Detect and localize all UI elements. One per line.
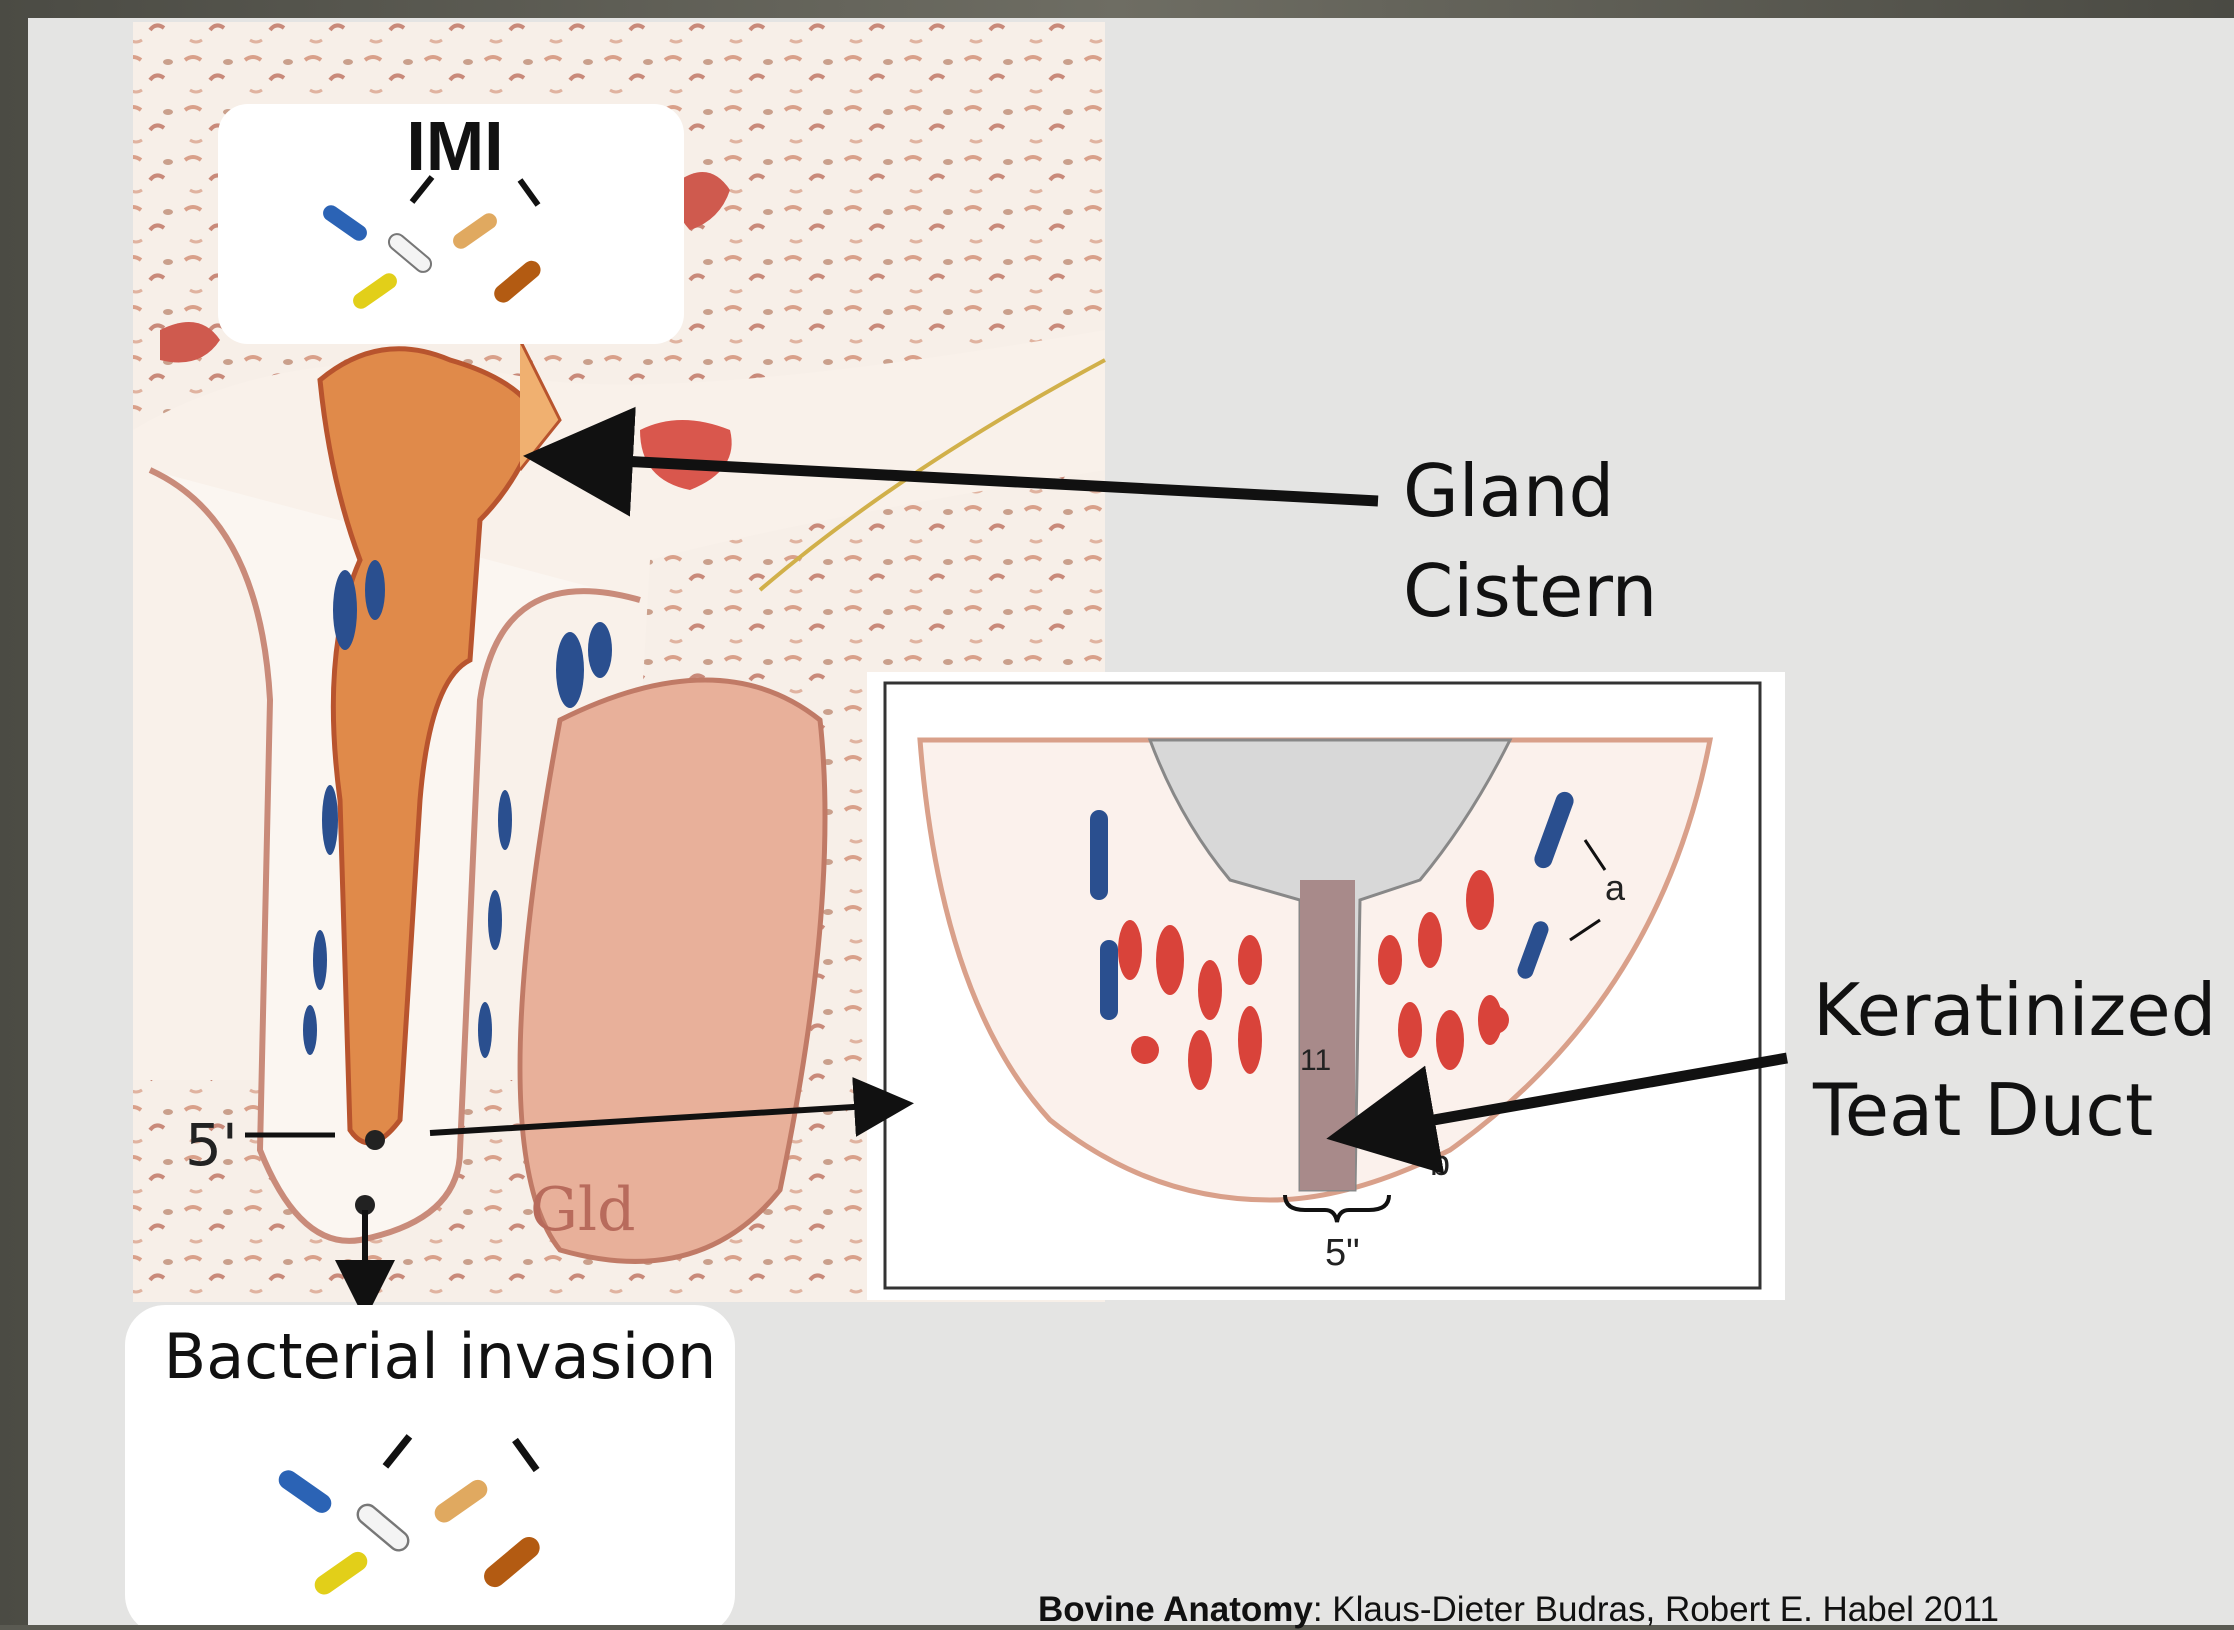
inset-label-5-dprime: 5" <box>1325 1232 1360 1274</box>
label-5-prime: 5' <box>185 1111 238 1179</box>
credit-authors: : Klaus-Dieter Budras, Robert E. Habel 2… <box>1313 1590 1999 1629</box>
teat-tip-inset: a 11 b 5" <box>867 672 1785 1300</box>
gland-cistern-label-line1: Gland <box>1403 449 1614 533</box>
bacterial-invasion-box: Bacterial invasion <box>125 1305 735 1625</box>
gland-cistern-label-line2: Cistern <box>1403 549 1657 633</box>
inset-label-11: 11 <box>1300 1044 1331 1077</box>
bacterial-invasion-label: Bacterial invasion <box>164 1320 717 1393</box>
imi-box: IMI <box>218 104 684 344</box>
source-credit: Bovine Anatomy: Klaus-Dieter Budras, Rob… <box>1038 1590 1999 1630</box>
gland-text: Gld <box>530 1175 636 1245</box>
credit-title: Bovine Anatomy <box>1038 1590 1313 1629</box>
inset-label-b: b <box>1430 1142 1450 1183</box>
imi-label: IMI <box>406 107 503 185</box>
keratinized-label-line2: Teat Duct <box>1812 1068 2153 1152</box>
keratinized-label-line1: Keratinized <box>1813 968 2216 1052</box>
inset-label-a: a <box>1605 867 1626 908</box>
